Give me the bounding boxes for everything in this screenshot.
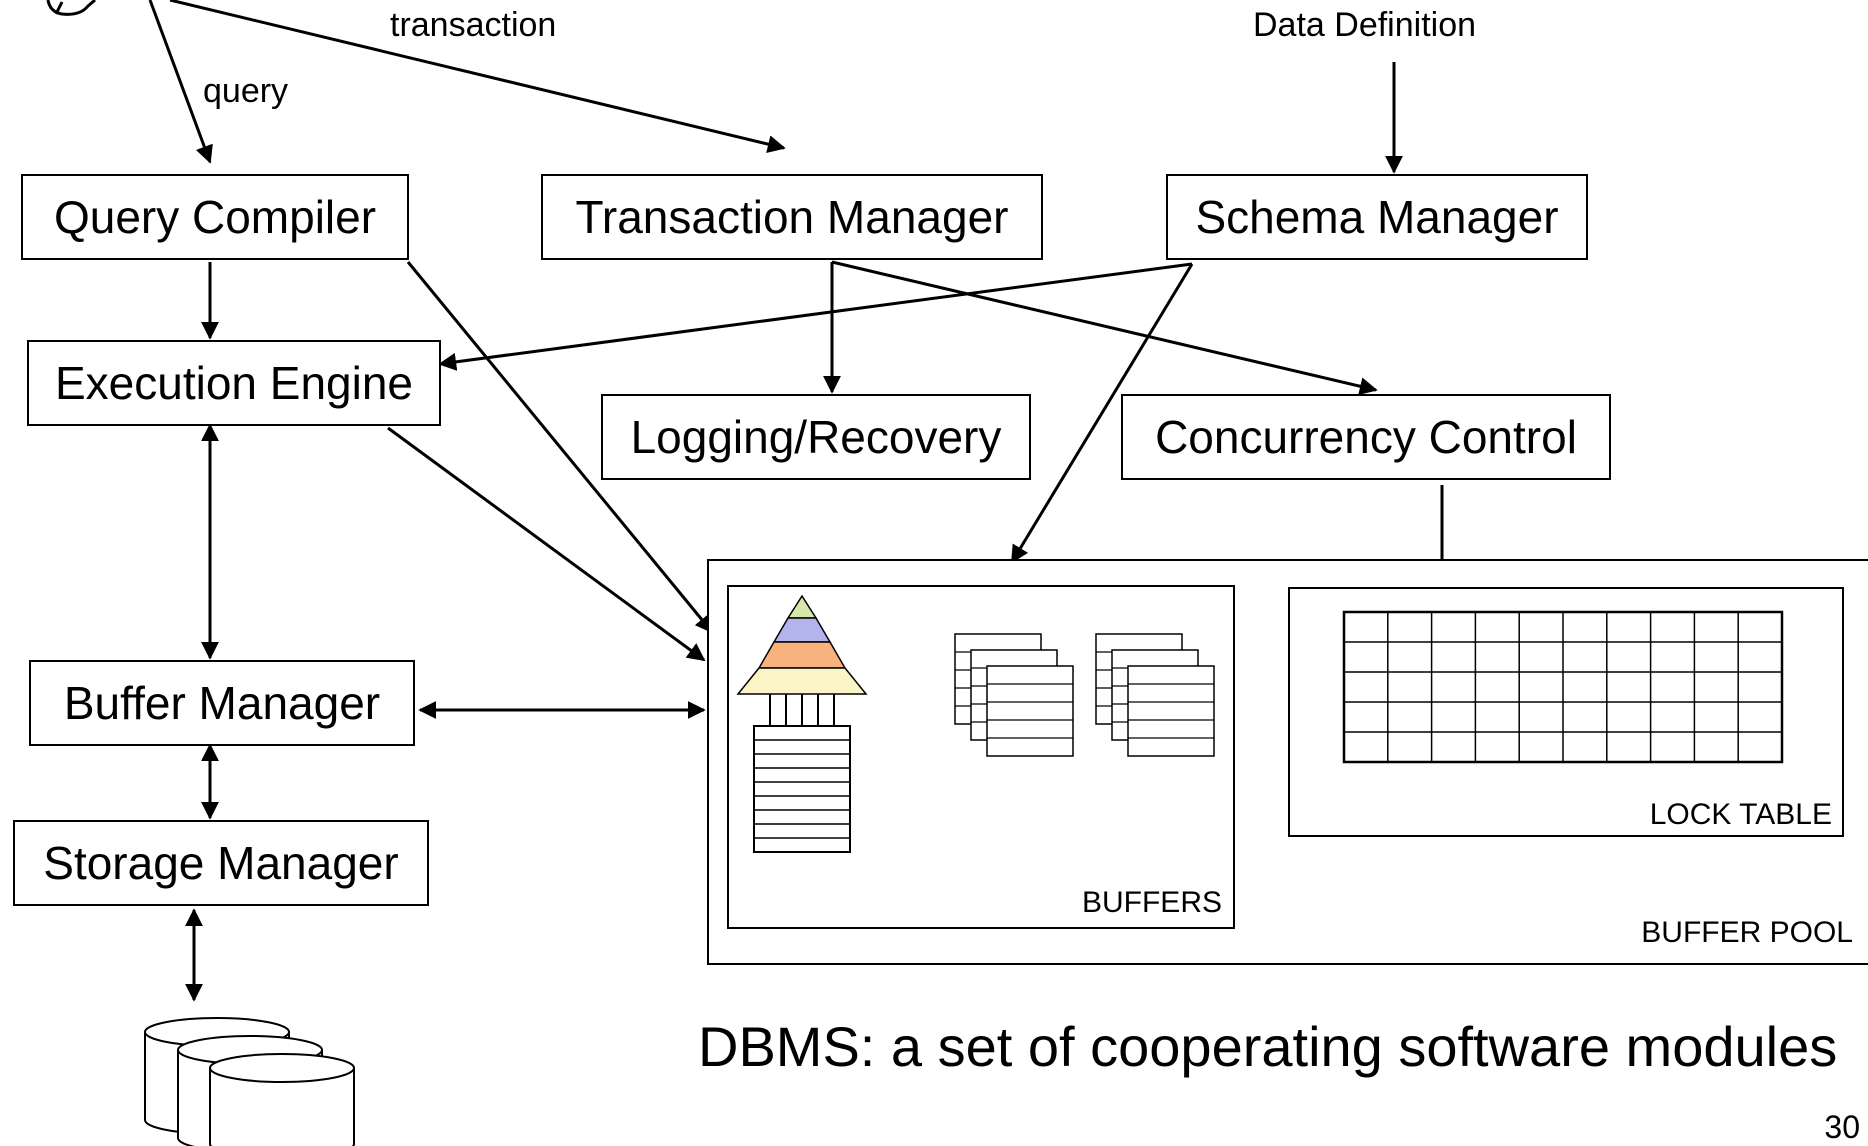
logging-recovery-box: Logging/Recovery: [601, 394, 1031, 480]
schema-manager-box: Schema Manager: [1166, 174, 1588, 260]
buffers-panel: BUFFERS: [727, 585, 1235, 929]
schema-manager-label: Schema Manager: [1195, 191, 1558, 243]
compiler-to-bufferpool-arrow: [406, 261, 714, 634]
lock-table-grid: [1342, 610, 1784, 764]
lock-table-panel: LOCK TABLE: [1288, 587, 1844, 837]
data-definition-label: Data Definition: [1253, 6, 1476, 44]
schema-to-bufferpool-arrow: [1010, 263, 1194, 564]
arrows: [148, 0, 1451, 1002]
buffers-label: BUFFERS: [1082, 886, 1222, 919]
storage-manager-label: Storage Manager: [43, 837, 398, 889]
transaction-label: transaction: [390, 6, 556, 44]
page-number: 30: [1824, 1109, 1860, 1145]
buffer-pool: BUFFER POOL BUFFERS: [707, 559, 1868, 965]
user-icon: [46, 0, 96, 16]
query-arrow: [148, 0, 213, 164]
transaction-arrow: [169, 0, 786, 153]
query-label: query: [203, 72, 288, 110]
buffer-pool-label: BUFFER POOL: [1641, 916, 1853, 949]
buffer-manager-label: Buffer Manager: [64, 677, 380, 729]
transaction-manager-box: Transaction Manager: [541, 174, 1043, 260]
lock-table-label: LOCK TABLE: [1650, 798, 1832, 831]
index-pages-stack: [753, 725, 851, 853]
txn-to-concurrency-arrow: [831, 260, 1378, 396]
logging-recovery-label: Logging/Recovery: [631, 411, 1002, 463]
concurrency-control-box: Concurrency Control: [1121, 394, 1611, 480]
buffer-page-stack: [954, 633, 1074, 757]
transaction-manager-label: Transaction Manager: [576, 191, 1009, 243]
schema-to-engine-arrow: [438, 262, 1193, 371]
engine-to-bufferpool-arrow: [387, 426, 706, 662]
query-compiler-box: Query Compiler: [21, 174, 409, 260]
execution-engine-box: Execution Engine: [27, 340, 441, 426]
storage-manager-box: Storage Manager: [13, 820, 429, 906]
execution-engine-label: Execution Engine: [55, 357, 413, 409]
buffer-manager-box: Buffer Manager: [29, 660, 415, 746]
buffer-page-stack: [1095, 633, 1215, 757]
caption: DBMS: a set of cooperating software modu…: [698, 1015, 1837, 1078]
query-compiler-label: Query Compiler: [54, 191, 376, 243]
concurrency-control-label: Concurrency Control: [1155, 411, 1577, 463]
disk-storage-icon: [144, 1017, 355, 1146]
index-pyramid-icon: [736, 594, 868, 853]
